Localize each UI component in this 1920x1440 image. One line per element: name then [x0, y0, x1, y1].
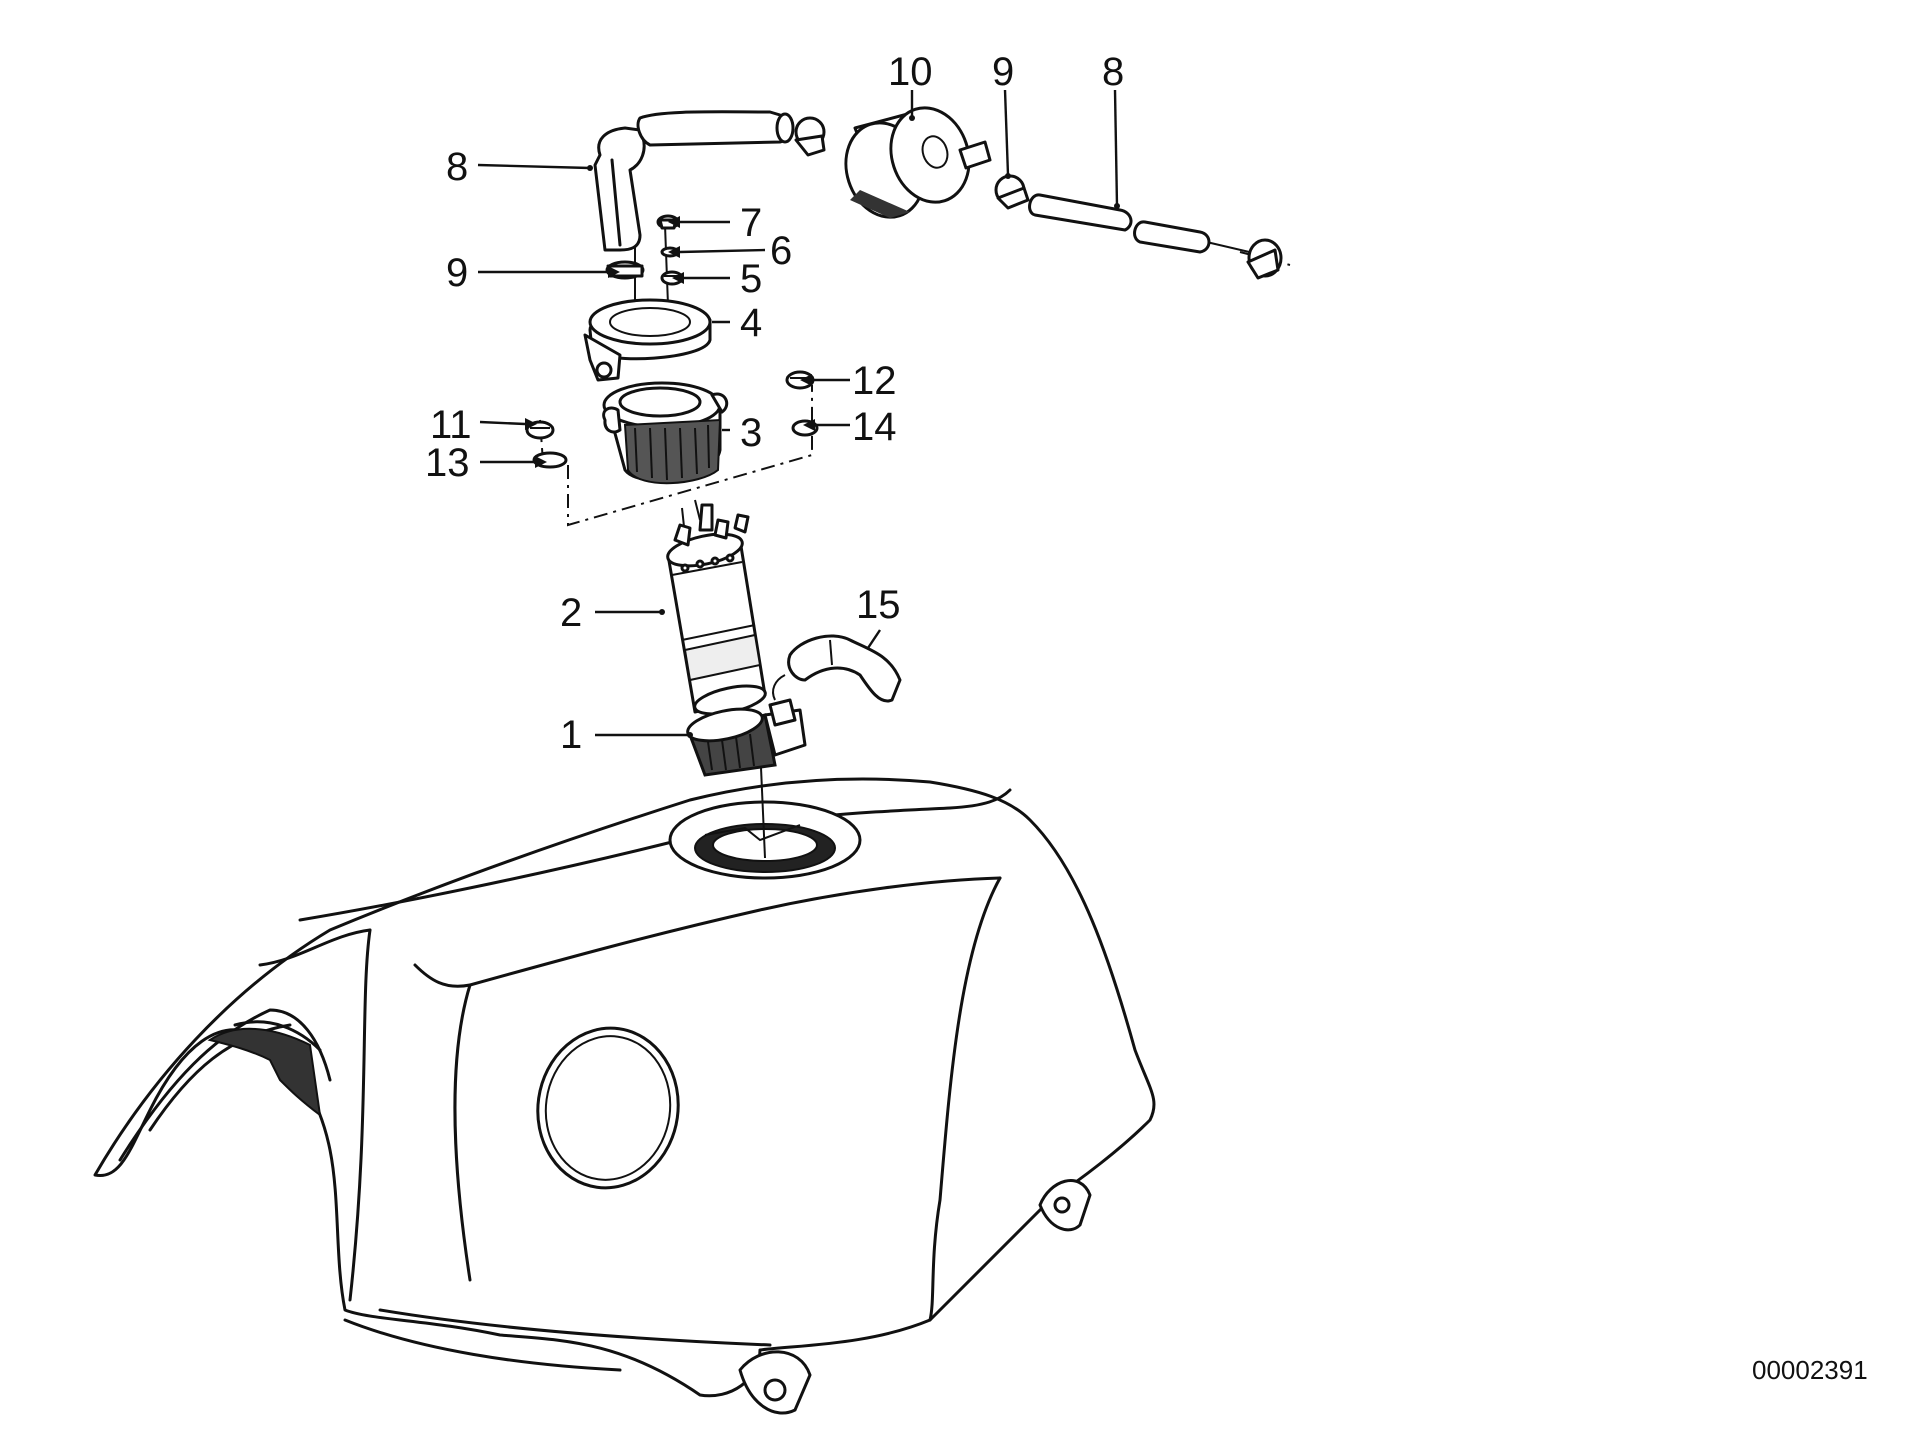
retaining-ring: [583, 298, 712, 382]
callout-9-left: 9: [446, 251, 468, 295]
leader-lines: [477, 89, 1120, 738]
callout-6: 6: [770, 229, 792, 273]
return-hose: [772, 634, 902, 703]
callout-5: 5: [740, 257, 762, 301]
callout-10: 10: [888, 50, 933, 94]
callout-2: 2: [560, 591, 582, 635]
callout-12: 12: [852, 359, 897, 403]
fuel-filter: [844, 106, 992, 219]
strainer: [602, 381, 729, 485]
callout-labels: 1 2 3 4 5 6 7 8 8 9 9 10 11 12 13 14 15: [425, 50, 1124, 757]
fuel-pump: [666, 503, 767, 716]
callout-8-left: 8: [446, 145, 468, 189]
callout-4: 4: [740, 301, 762, 345]
callout-9-right: 9: [992, 50, 1014, 94]
callout-3: 3: [740, 411, 762, 455]
callout-11: 11: [430, 403, 472, 447]
fuel-hose-right: [1028, 193, 1211, 254]
fastener-11: [525, 420, 555, 440]
fuel-tank: [93, 777, 1156, 1415]
hose-clamp-inlet: [794, 116, 826, 157]
callout-1: 1: [560, 713, 582, 757]
callout-13: 13: [425, 441, 470, 485]
callout-8-right: 8: [1102, 50, 1124, 94]
pump-holder: [686, 698, 807, 777]
callout-7: 7: [740, 201, 762, 245]
hose-clamp-far-right: [1246, 238, 1283, 280]
fuel-hose-upper: [593, 110, 795, 252]
callout-15: 15: [856, 583, 901, 627]
callout-14: 14: [852, 405, 897, 449]
hose-clamp-9-right: [994, 174, 1030, 210]
document-id: 00002391: [1752, 1355, 1868, 1385]
